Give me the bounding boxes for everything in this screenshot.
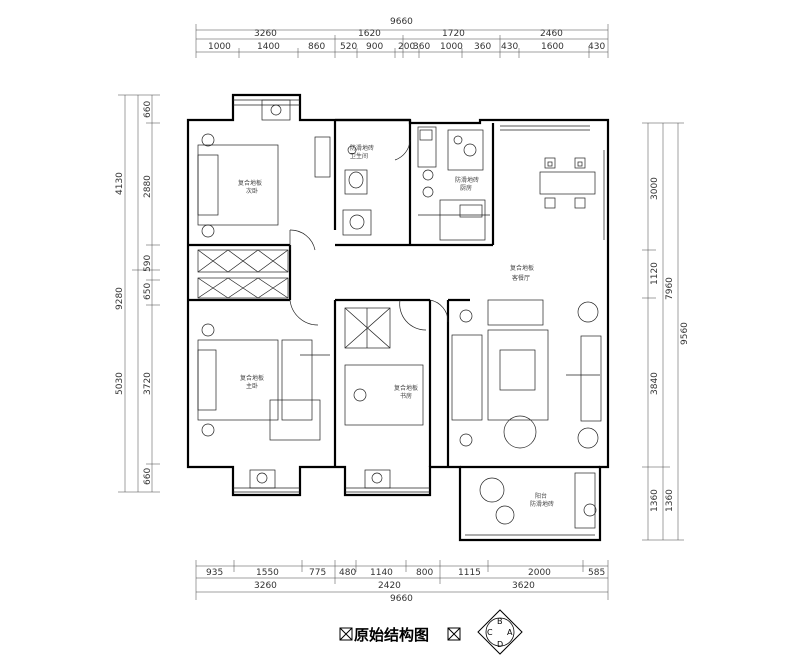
room-label-study: 复合地板 [394,384,418,392]
room-labels: 复合地板 次卧 防滑地砖 卫生间 防滑地砖 厨房 复合地板 客餐厅 复合地板 主… [238,144,554,508]
top-mid-dim: 3260 [254,29,277,39]
top-dimensions: 9660 3260 1620 1720 2460 1000 1400 860 5… [195,17,609,58]
furniture-balcony [479,472,597,529]
bottom-fine-dim: 935 [206,568,223,578]
left-inner-dim: 2880 [143,175,153,198]
top-fine-dim: 900 [366,42,383,52]
top-fine-dim: 860 [308,42,325,52]
compass-letter: C [487,628,493,637]
walls [186,93,610,542]
furniture-kitchen [417,126,490,241]
room-label-living: 客餐厅 [512,274,530,282]
left-inner-dim: 660 [143,468,153,485]
right-inner-dim: 3840 [650,372,660,395]
door-swings [289,139,449,331]
top-fine-dim: 430 [588,42,605,52]
bottom-fine-dim: 2000 [528,568,551,578]
left-inner-dim: 660 [143,101,153,118]
bottom-fine-dim: 800 [416,568,433,578]
right-inner-dim: 3000 [650,177,660,200]
room-label-bedroom-master: 复合地板 [240,374,264,382]
room-label-kitchen: 厨房 [460,184,472,192]
room-label-kitchen: 防滑地砖 [455,176,479,184]
compass-icon: B A C D [477,609,523,655]
left-inner-dim: 590 [143,255,153,272]
top-total-dim: 9660 [390,17,413,27]
room-label-bath: 卫生间 [350,152,368,160]
furniture-study [344,307,424,426]
furniture-bedroom-top [197,133,331,299]
compass-letter: D [497,640,503,649]
right-inner-dim: 1120 [650,262,660,285]
bottom-mid-dim: 2420 [378,581,401,591]
room-label-balcony: 防滑地砖 [530,500,554,508]
left-outer-dim: 9280 [115,287,125,310]
room-label-balcony: 阳台 [535,492,547,500]
furniture-dining [539,157,596,209]
top-fine-dim: 1000 [440,42,463,52]
furniture-bathroom [342,145,372,236]
top-fine-dim: 360 [474,42,491,52]
room-label-bedroom-master: 主卧 [246,382,258,390]
top-mid-dim: 2460 [540,29,563,39]
room-label-bedroom-top: 次卧 [246,187,258,195]
room-label-study: 书房 [400,392,412,400]
left-dimensions: 4130 9280 5030 660 2880 590 650 3720 660 [115,94,160,493]
left-inner-dim: 650 [143,283,153,300]
bottom-fine-dim: 1115 [458,568,481,578]
top-mid-dim: 1720 [442,29,465,39]
furniture-planters [249,99,391,489]
compass-letter: B [497,617,503,626]
compass-letter: A [507,628,513,637]
room-label-bedroom-top: 复合地板 [238,179,262,187]
right-outer-dim: 9560 [680,322,690,345]
right-outer-dim: 7960 [665,277,675,300]
furniture-bedroom-master [197,323,330,441]
top-fine-dim: 1600 [541,42,564,52]
top-fine-dim: 360 [413,42,430,52]
bottom-dimensions: 935 1550 775 480 1140 800 1115 2000 585 … [195,560,609,604]
plan-title-text: 原始结构图 [354,626,429,644]
left-outer-dim: 5030 [115,372,125,395]
bottom-fine-dim: 1140 [370,568,393,578]
top-mid-dim: 1620 [358,29,381,39]
top-fine-dim: 200 [398,42,415,52]
bottom-fine-dim: 1550 [256,568,279,578]
furniture-living [451,299,602,449]
plan-title: 原始结构图 [339,626,461,644]
top-fine-dim: 1000 [208,42,231,52]
top-fine-dim: 1400 [257,42,280,52]
bottom-mid-dim: 3260 [254,581,277,591]
bottom-fine-dim: 585 [588,568,605,578]
top-fine-dim: 430 [501,42,518,52]
room-label-bath: 防滑地砖 [350,144,374,152]
right-outer-dim: 1360 [665,489,675,512]
right-inner-dim: 1360 [650,489,660,512]
bottom-fine-dim: 480 [339,568,356,578]
top-fine-dim: 520 [340,42,357,52]
bottom-fine-dim: 775 [309,568,326,578]
left-inner-dim: 3720 [143,372,153,395]
bottom-total-dim: 9660 [390,594,413,604]
room-label-living: 复合地板 [510,264,534,272]
bottom-mid-dim: 3620 [512,581,535,591]
left-outer-dim: 4130 [115,172,125,195]
right-dimensions: 3000 1120 3840 1360 7960 9560 1360 [642,122,690,541]
